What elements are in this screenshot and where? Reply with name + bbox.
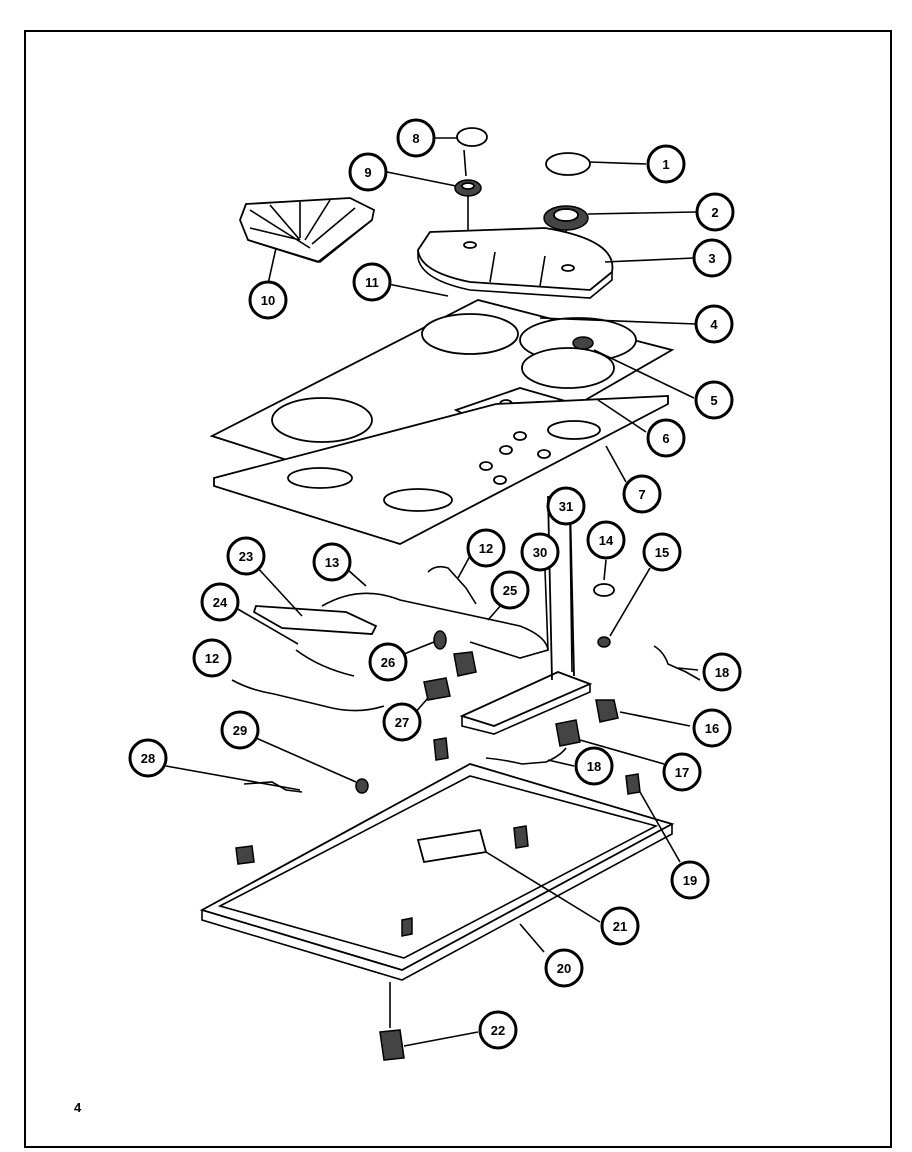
electrode-29 [355,778,369,794]
callout-25: 25 [490,570,530,610]
callout-6: 6 [646,418,686,458]
callout-17: 17 [662,752,702,792]
callout-label: 29 [233,723,247,738]
callout-16: 16 [692,708,732,748]
gas-tube-upper [321,592,549,659]
callout-label: 16 [705,721,719,736]
gas-tube-18-right [653,645,701,681]
mounting-bracket [252,605,378,635]
callout-label: 6 [662,431,669,446]
gas-tube-18-lower [485,747,567,765]
leader-lines [165,137,699,1047]
callout-label: 2 [711,205,718,220]
burner-pan-assembly [417,227,614,299]
callout-label: 23 [239,549,253,564]
callout-label: 21 [613,919,627,934]
callout-label: 22 [491,1023,505,1038]
gas-tube-left [295,649,355,677]
callout-label: 26 [381,655,395,670]
callout-label: 13 [325,555,339,570]
callout-10: 10 [248,280,288,320]
callout-15: 15 [642,532,682,572]
callout-18: 18 [574,746,614,786]
callout-label: 17 [675,765,689,780]
callout-31: 31 [546,486,586,526]
callout-12: 12 [466,528,506,568]
callout-label: 9 [364,165,371,180]
callout-19: 19 [670,860,710,900]
parts [165,127,701,1061]
callout-29: 29 [220,710,260,750]
callout-11: 11 [352,262,392,302]
callout-7: 7 [622,474,662,514]
callout-label: 27 [395,715,409,730]
callout-label: 8 [412,131,419,146]
callout-27: 27 [382,702,422,742]
spark-module-bracket [243,781,303,793]
callout-18: 18 [702,652,742,692]
callout-label: 31 [559,499,573,514]
cooktop-box-tray [199,763,675,981]
callout-26: 26 [368,642,408,682]
gas-tube-12-right [427,565,477,605]
page-border [24,30,892,1148]
callout-label: 12 [479,541,493,556]
valve-17 [555,719,581,747]
callout-4: 4 [694,304,734,344]
valve-25 [453,651,477,677]
callout-22: 22 [478,1010,518,1050]
callout-label: 20 [557,961,571,976]
callout-2: 2 [695,192,735,232]
callout-20: 20 [544,948,584,988]
callout-8: 8 [396,118,436,158]
callout-14: 14 [586,520,626,560]
callout-label: 25 [503,583,517,598]
callout-numbers: 1234567891011121213141516171818192021222… [128,118,742,1050]
callout-label: 28 [141,751,155,766]
valve-16 [595,699,619,723]
callout-12: 12 [192,638,232,678]
gas-tube-lower-left [231,679,385,712]
callout-label: 5 [710,393,717,408]
callout-label: 15 [655,545,669,560]
clip-bracket [433,737,449,761]
valve-27 [423,677,451,701]
callout-30: 30 [520,532,560,572]
callout-3: 3 [692,238,732,278]
fitting-15 [597,636,611,648]
burner-cap-small [456,127,488,147]
callout-label: 12 [205,651,219,666]
callout-21: 21 [600,906,640,946]
valve-26 [433,630,447,650]
spark-igniter [379,1029,405,1061]
washer-14 [593,583,615,597]
callout-label: 4 [710,317,718,332]
callout-label: 18 [587,759,601,774]
control-knob [572,336,594,350]
callout-5: 5 [694,380,734,420]
callout-label: 19 [683,873,697,888]
burner-head-small [454,149,482,232]
cooktop-base-plate [213,395,669,545]
callout-label: 3 [708,251,715,266]
callout-label: 18 [715,665,729,680]
callout-23: 23 [226,536,266,576]
burner-cap-large [545,152,591,176]
burner-grate [239,197,376,264]
callout-1: 1 [646,144,686,184]
callout-28: 28 [128,738,168,778]
callout-9: 9 [348,152,388,192]
callout-label: 30 [533,545,547,560]
callout-label: 7 [638,487,645,502]
callout-label: 24 [213,595,228,610]
callout-label: 11 [365,275,379,290]
callout-label: 14 [599,533,614,548]
callout-24: 24 [200,582,240,622]
callout-label: 10 [261,293,275,308]
callout-13: 13 [312,542,352,582]
page-number: 4 [74,1100,82,1115]
callout-label: 1 [662,157,669,172]
